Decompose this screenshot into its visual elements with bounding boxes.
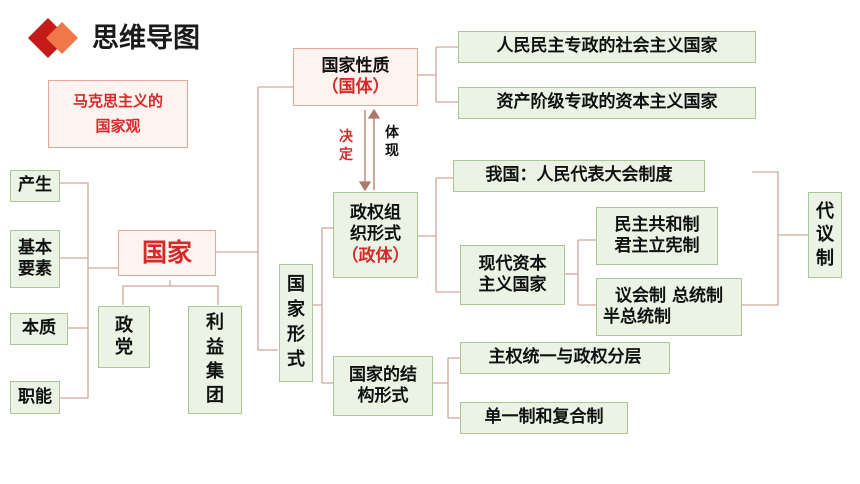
group-char-4: 团	[206, 385, 224, 407]
structure-line2: 构形式	[357, 386, 409, 406]
node-state-nature: 国家性质 （国体）	[293, 48, 418, 106]
node-peoples-congress: 我国：人民代表大会制度	[453, 160, 705, 192]
node-capitalist-state: 资产阶级专政的资本主义国家	[458, 87, 756, 119]
form-char-3: 形	[287, 324, 305, 345]
regime-line1: 政权组	[350, 203, 401, 224]
daiyi-char-1: 代	[816, 200, 834, 222]
party-char-1: 政	[115, 314, 133, 336]
node-structure-form: 国家的结 构形式	[333, 356, 433, 416]
parl-line1: 议会制 总统制	[615, 285, 723, 306]
group-char-2: 益	[206, 336, 224, 358]
form-char-1: 国	[287, 274, 305, 296]
regime-line2: 织形式	[350, 224, 401, 245]
marx-state-view-box: 马克思主义的 国家观	[48, 80, 188, 148]
node-basic-elements-line1: 基本	[18, 237, 52, 258]
party-char-2: 党	[115, 337, 133, 358]
regime-line3: （政体）	[341, 245, 410, 266]
node-origin: 产生	[10, 170, 60, 202]
node-basic-elements-line2: 要素	[18, 259, 52, 279]
node-socialist-state: 人民民主专政的社会主义国家	[458, 31, 756, 63]
node-basic-elements: 基本 要素	[10, 230, 60, 288]
modern-line1: 现代资本	[478, 253, 547, 274]
label-embodies: 体 现	[382, 124, 402, 160]
rep-line1: 民主共和制	[614, 214, 700, 235]
node-state-form: 国 家 形 式	[279, 264, 313, 382]
node-regime-form: 政权组 织形式 （政体）	[333, 192, 418, 278]
page-title: 思维导图	[92, 23, 200, 54]
structure-line1: 国家的结	[349, 364, 417, 385]
node-function: 职能	[10, 381, 60, 414]
rep-line2: 君主立宪制	[614, 236, 700, 256]
node-essence: 本质	[10, 313, 68, 345]
marx-line1: 马克思主义的	[72, 92, 163, 111]
embodies-char-2: 现	[385, 143, 399, 160]
node-interest-group: 利 益 集 团	[188, 306, 242, 414]
node-modern-capitalist: 现代资本 主义国家	[460, 245, 565, 305]
form-char-4: 式	[287, 348, 305, 370]
determines-char-1: 决	[339, 129, 353, 145]
node-state: 国家	[118, 230, 216, 276]
label-determines: 决 定	[336, 128, 356, 164]
node-representative-system: 代 议 制	[808, 192, 842, 278]
group-char-3: 集	[206, 361, 224, 382]
parl-line2: 半总统制	[603, 307, 671, 327]
node-republic-monarchy: 民主共和制 君主立宪制	[596, 207, 718, 265]
group-char-1: 利	[206, 312, 224, 334]
daiyi-char-2: 议	[816, 224, 834, 246]
header-logo-icon	[26, 14, 82, 62]
form-char-2: 家	[287, 299, 305, 321]
node-sovereignty-unity: 主权统一与政权分层	[460, 342, 670, 374]
node-parliamentary-presidential: 议会制 总统制 半总统制	[596, 278, 742, 336]
embodies-char-1: 体	[385, 125, 399, 141]
marx-line2: 国家观	[95, 117, 141, 135]
node-unitary-composite: 单一制和复合制	[460, 402, 628, 434]
nature-line2: （国体）	[321, 77, 390, 97]
modern-line2: 主义国家	[478, 275, 547, 295]
nature-line1: 国家性质	[321, 55, 390, 76]
determines-char-2: 定	[339, 147, 353, 164]
node-political-party: 政 党	[98, 306, 150, 368]
daiyi-char-3: 制	[816, 247, 834, 269]
